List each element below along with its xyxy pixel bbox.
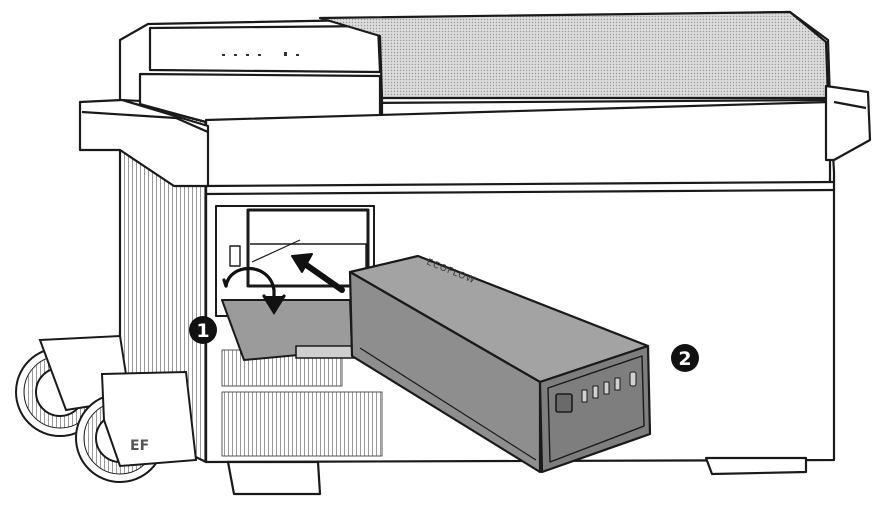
rotate-arrow-icon xyxy=(222,266,286,316)
battery-button xyxy=(555,393,573,413)
svg-text:1: 1 xyxy=(196,320,209,342)
battery-led-4 xyxy=(614,377,621,391)
insert-arrow-icon xyxy=(291,253,345,293)
battery-front-face xyxy=(538,344,652,474)
battery-pack: ECOFLOW xyxy=(348,254,652,474)
lid-mesh-panel xyxy=(318,10,830,100)
battery-usb-port xyxy=(629,371,637,387)
left-handle xyxy=(78,98,210,188)
front-foot-right xyxy=(704,456,808,476)
front-vent-lower xyxy=(221,391,383,457)
callout-2: 2 xyxy=(671,344,699,372)
battery-side-face xyxy=(348,270,542,474)
battery-led-2 xyxy=(592,385,599,399)
right-handle xyxy=(824,84,872,162)
battery-led-1 xyxy=(581,389,588,403)
svg-text:2: 2 xyxy=(678,348,691,370)
compartment-opening xyxy=(246,208,370,288)
front-wheel: EF xyxy=(75,370,198,483)
callout-1: 1 xyxy=(189,316,217,344)
rear-wheel xyxy=(15,334,132,437)
battery-led-3 xyxy=(603,381,610,395)
cooler-logo: EF xyxy=(130,438,149,454)
lid-display xyxy=(222,52,299,56)
wheels: EF xyxy=(15,334,198,483)
cooler xyxy=(78,10,872,496)
front-foot-left xyxy=(226,460,322,496)
